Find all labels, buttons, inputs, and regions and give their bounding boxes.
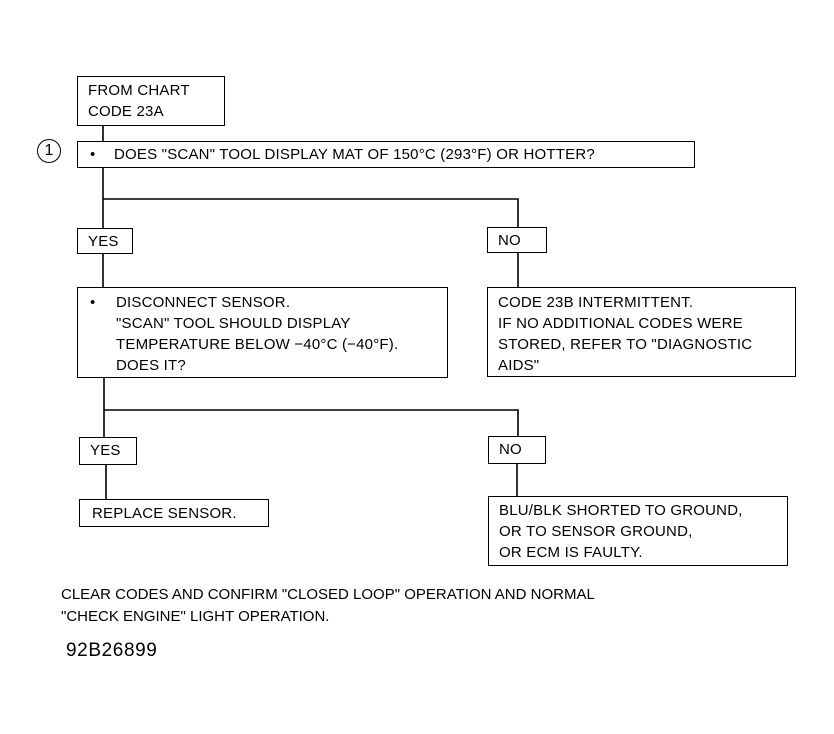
- question-1-text: DOES "SCAN" TOOL DISPLAY MAT OF 150°C (2…: [114, 146, 595, 163]
- start-box: FROM CHART CODE 23A: [77, 76, 225, 126]
- no-2-result-line-3: OR ECM IS FAULTY.: [499, 544, 643, 561]
- no-1-result-box: CODE 23B INTERMITTENT. IF NO ADDITIONAL …: [487, 287, 796, 377]
- connector-q1-to-no1: [103, 198, 519, 228]
- no-1-result-line-4: AIDS": [498, 357, 540, 374]
- question-2-line-4: DOES IT?: [116, 357, 186, 374]
- no-1-result-line-3: STORED, REFER TO "DIAGNOSTIC: [498, 336, 753, 353]
- no-2-result-line-1: BLU/BLK SHORTED TO GROUND,: [499, 502, 743, 519]
- bullet-icon: •: [90, 294, 96, 311]
- footer-note-line-2: "CHECK ENGINE" LIGHT OPERATION.: [61, 608, 330, 625]
- branch-2-yes-label: YES: [79, 437, 137, 465]
- start-box-line-1: FROM CHART: [88, 82, 190, 99]
- no-1-result-line-2: IF NO ADDITIONAL CODES WERE: [498, 315, 743, 332]
- no-2-result-box: BLU/BLK SHORTED TO GROUND, OR TO SENSOR …: [488, 496, 788, 566]
- bullet-icon: •: [90, 146, 96, 163]
- question-2-line-3: TEMPERATURE BELOW −40°C (−40°F).: [116, 336, 399, 353]
- question-2-line-2: "SCAN" TOOL SHOULD DISPLAY: [116, 315, 351, 332]
- question-1-box: • DOES "SCAN" TOOL DISPLAY MAT OF 150°C …: [77, 141, 695, 168]
- branch-2-no-label: NO: [488, 436, 546, 464]
- figure-id: 92B26899: [66, 640, 158, 661]
- branch-1-no-label: NO: [487, 227, 547, 253]
- connector-q2-to-no2: [104, 409, 519, 437]
- replace-sensor-box: REPLACE SENSOR.: [79, 499, 269, 527]
- start-box-line-2: CODE 23A: [88, 103, 164, 120]
- footer-note-line-1: CLEAR CODES AND CONFIRM "CLOSED LOOP" OP…: [61, 586, 595, 603]
- no-1-result-line-1: CODE 23B INTERMITTENT.: [498, 294, 694, 311]
- step-number-1: 1: [37, 139, 61, 163]
- branch-1-yes-label: YES: [77, 228, 133, 254]
- question-2-box: • DISCONNECT SENSOR. "SCAN" TOOL SHOULD …: [77, 287, 448, 378]
- no-2-result-line-2: OR TO SENSOR GROUND,: [499, 523, 693, 540]
- question-2-line-1: DISCONNECT SENSOR.: [116, 294, 291, 311]
- footer-note: CLEAR CODES AND CONFIRM "CLOSED LOOP" OP…: [61, 584, 595, 628]
